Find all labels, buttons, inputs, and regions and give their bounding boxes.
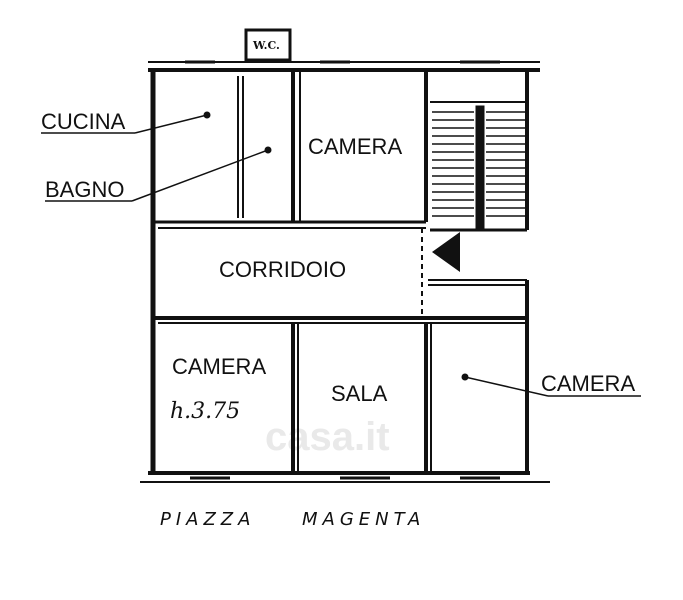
window-marks	[185, 60, 500, 480]
street-label-piazza: PIAZZA	[160, 509, 255, 530]
callout-label-camera-right: CAMERA	[541, 371, 635, 396]
callout-cucina: CUCINA	[41, 109, 211, 134]
wc-box: W.C.	[244, 28, 292, 62]
wc-label: W.C.	[252, 39, 280, 52]
ceiling-height-note: h.3.75	[170, 399, 240, 424]
callout-bagno: BAGNO	[45, 146, 272, 202]
callout-camera-right: CAMERA	[461, 371, 641, 397]
room-label-camera-top: CAMERA	[308, 134, 402, 159]
interior-walls	[153, 70, 527, 473]
street-label-magenta: MAGENTA	[302, 509, 425, 530]
entrance-arrow-icon	[432, 232, 460, 272]
room-label-camera-left: CAMERA	[172, 354, 266, 379]
room-label-sala: SALA	[331, 381, 388, 406]
room-label-corridoio: CORRIDOIO	[219, 257, 346, 282]
callout-label-bagno: BAGNO	[45, 177, 124, 202]
callout-label-cucina: CUCINA	[41, 109, 126, 134]
staircase	[430, 101, 527, 232]
watermark: casa.it	[265, 415, 390, 459]
